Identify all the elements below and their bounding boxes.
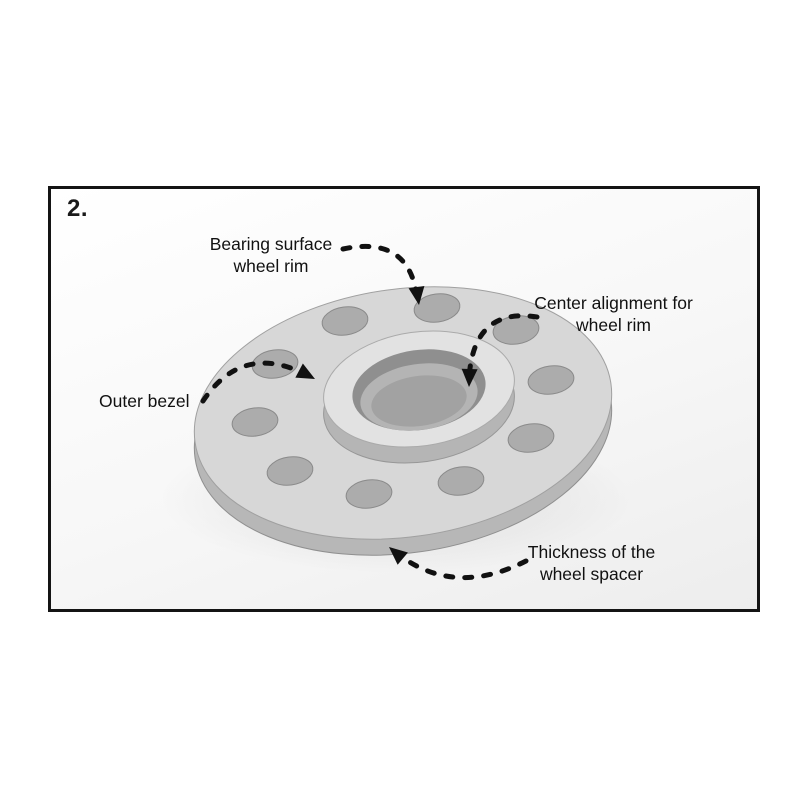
step-number: 2. [67,195,89,222]
bolt-hole [231,407,279,437]
bolt-hole [251,349,299,379]
arrow-center-alignment [466,313,540,382]
label-outer-bezel: Outer bezel [99,391,190,411]
bolt-hole [266,456,314,486]
bolt-hole [507,423,555,453]
arrow-thickness [390,547,529,581]
callout-arrows [200,243,540,581]
bolt-hole [413,293,461,323]
wheel-spacer-illustration [193,243,613,581]
diagram-frame: 2. Bearing surface wheel rim Center alig… [48,186,760,612]
arrowhead-center-alignment [461,368,478,387]
arrowheads [295,286,478,565]
label-center-alignment: Center alignment for wheel rim [534,293,693,336]
arrowhead-bearing-surface [408,286,425,305]
arrowhead-outer-bezel [295,363,315,379]
bolt-hole [321,306,369,336]
bolt-hole [345,479,393,509]
arrowhead-thickness [389,547,408,565]
label-bearing-surface: Bearing surface wheel rim [209,234,333,277]
bolt-hole [527,365,575,395]
bolt-hole [437,466,485,496]
label-thickness: Thickness of the wheel spacer [527,542,656,585]
center-bore-through [371,375,467,427]
bolt-holes [231,293,575,509]
arrow-outer-bezel [200,360,312,404]
